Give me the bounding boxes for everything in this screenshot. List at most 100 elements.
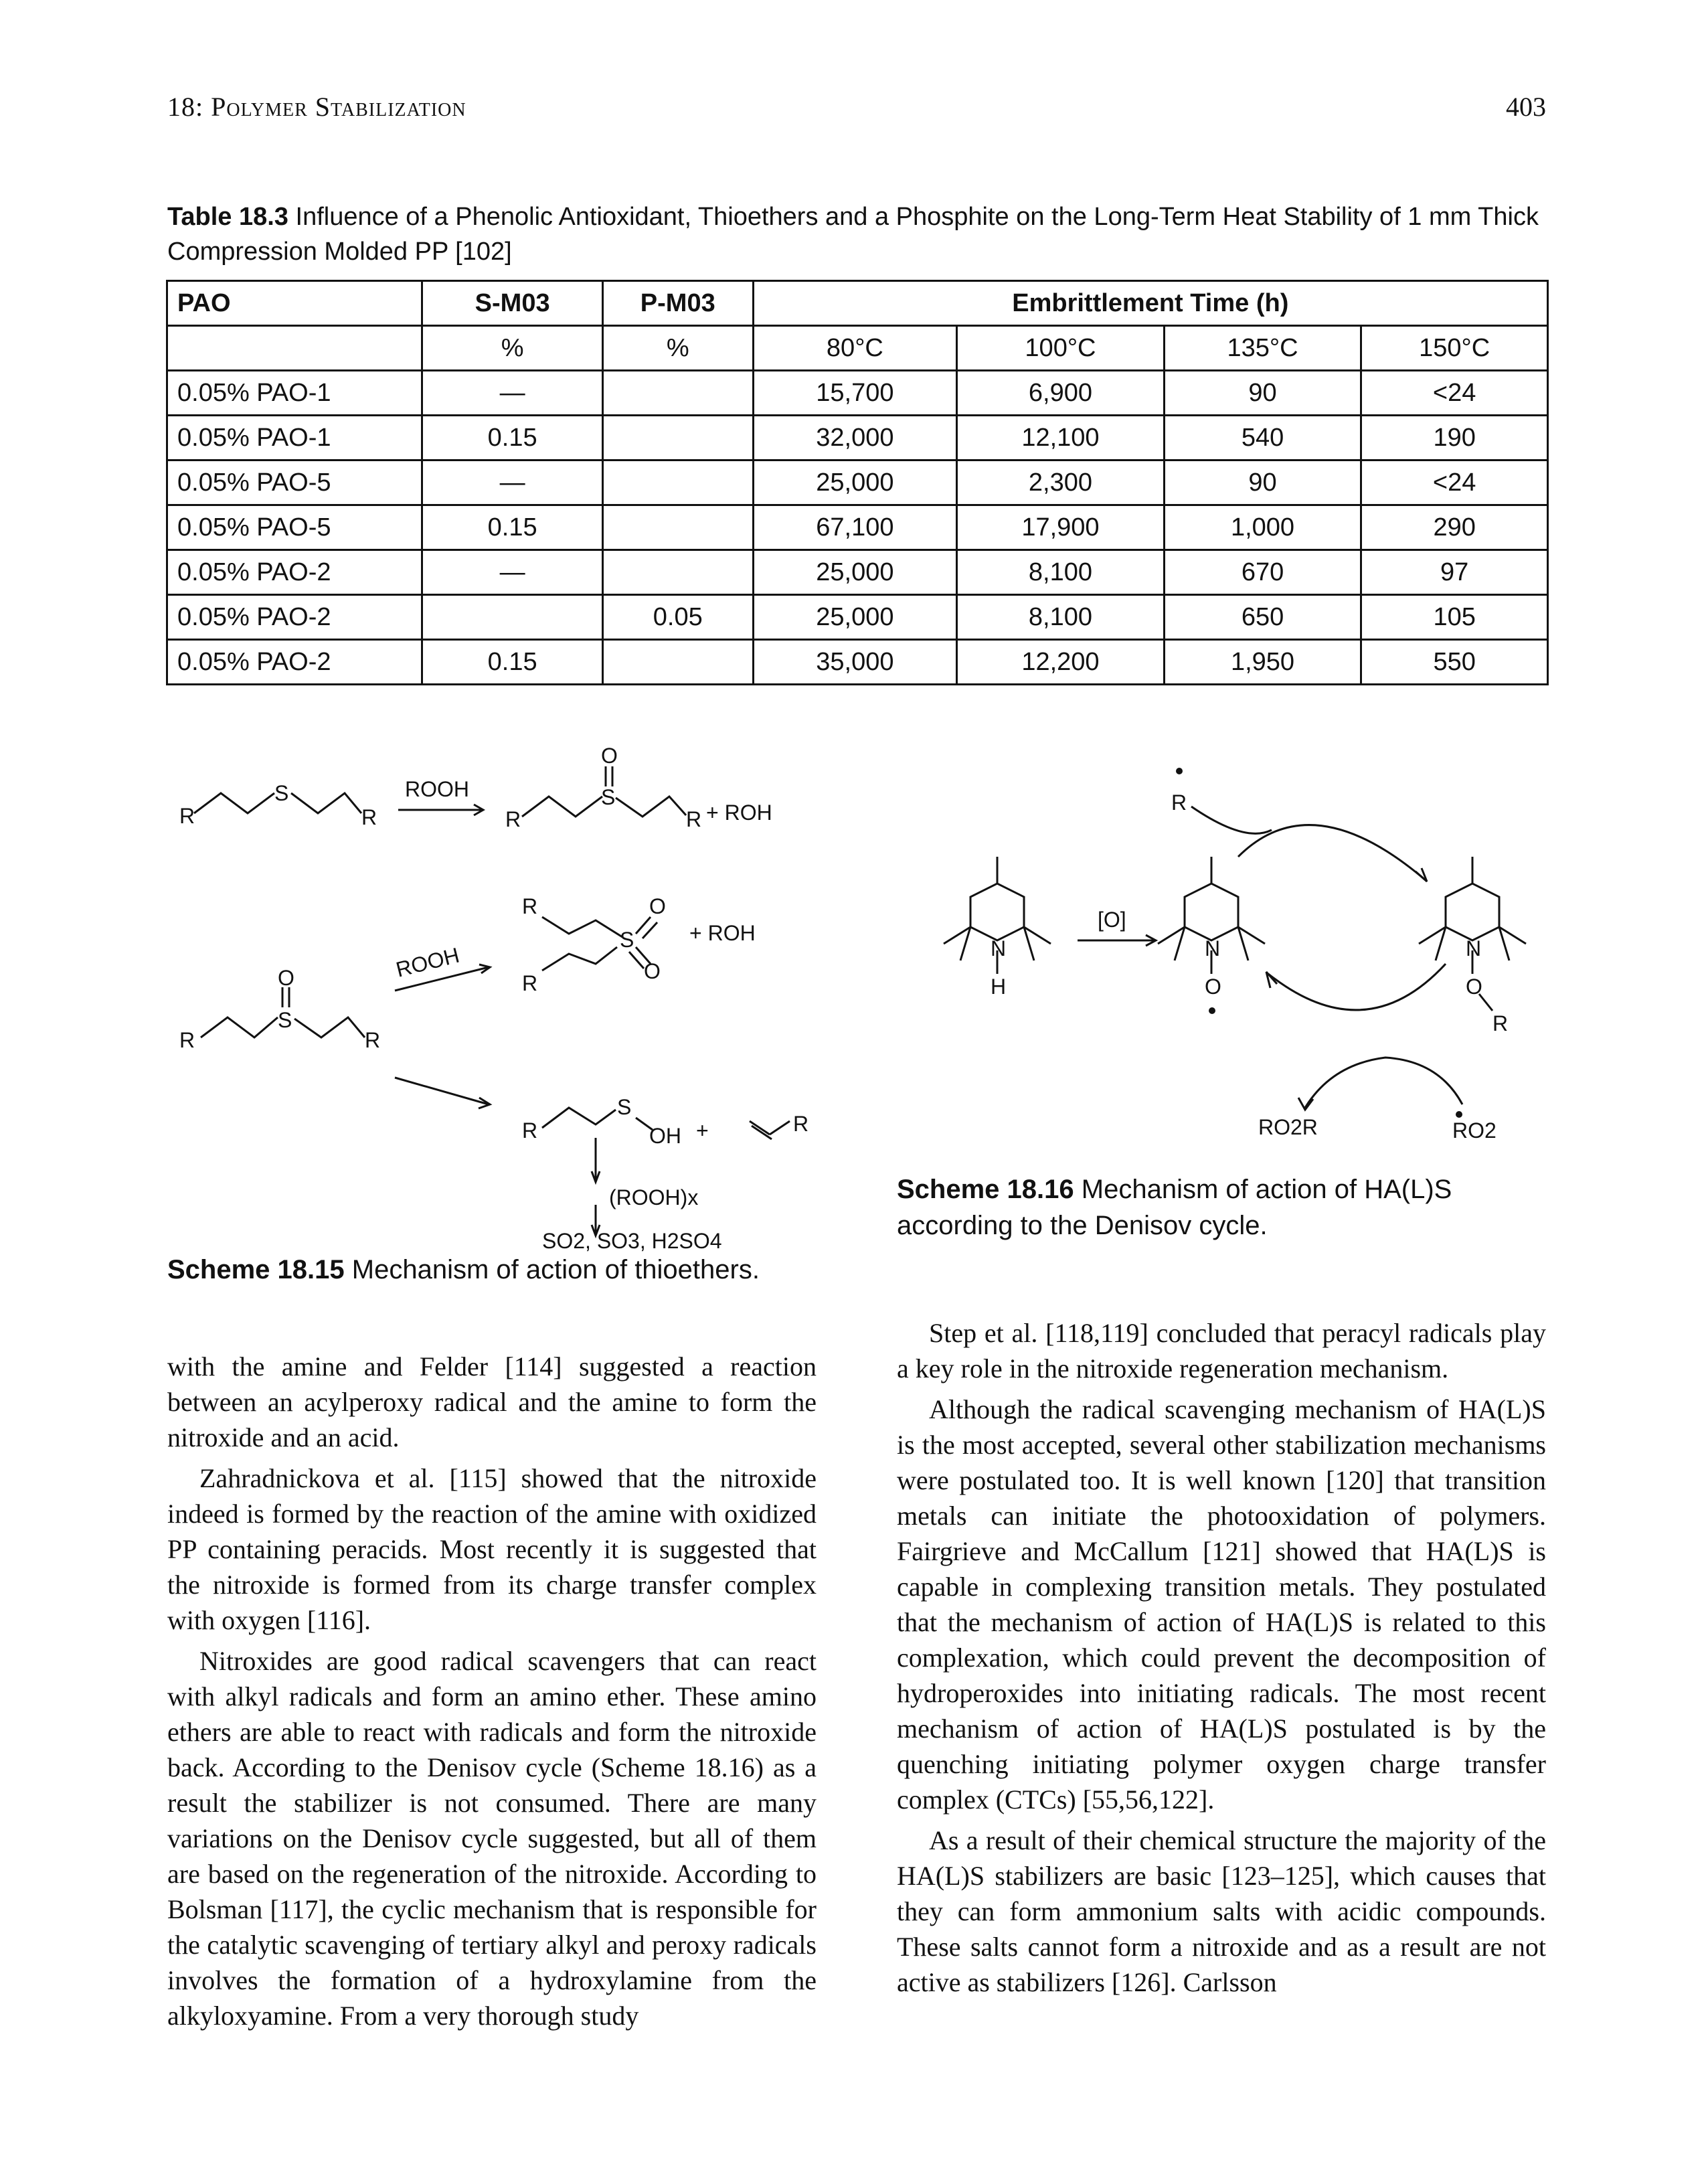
table-cell: 32,000 <box>752 414 958 461</box>
arrow-diag-up <box>394 966 489 992</box>
cycle-arrow-top <box>1237 824 1426 882</box>
arrow-head <box>1265 971 1278 989</box>
unit-cell: 100°C <box>956 325 1165 371</box>
table-units-row: % % 80°C 100°C 135°C 150°C <box>165 325 1549 371</box>
embrittlement-table: PAO S-M03 P-M03 Embrittlement Time (h) %… <box>165 280 1549 685</box>
table-cell: 540 <box>1163 414 1363 461</box>
table-cell: 2,300 <box>956 459 1165 506</box>
gem-dimethyl-left <box>1418 926 1447 961</box>
paragraph: with the amine and Felder [114] suggeste… <box>167 1351 817 1452</box>
label-oxidant: [O] <box>1098 908 1126 932</box>
label-o: O <box>1205 975 1221 999</box>
unit-cell <box>165 325 424 371</box>
label-o: O <box>601 744 618 768</box>
table-cell: 0.05% PAO-2 <box>165 639 424 685</box>
label-r: R <box>179 1028 195 1052</box>
table-cell: 1,950 <box>1163 639 1363 685</box>
paragraph: Step et al. [118,119] concluded that per… <box>897 1318 1546 1383</box>
label-n: N <box>1205 936 1220 960</box>
label-r: R <box>522 971 537 995</box>
label-s: S <box>617 1095 631 1119</box>
table-caption-text: Influence of a Phenolic Antioxidant, Thi… <box>167 203 1539 266</box>
sulfoxide-bond-right <box>615 794 687 818</box>
table-cell: 67,100 <box>752 504 958 551</box>
table-cell: — <box>421 549 604 596</box>
cycle-arrow-bottom <box>1268 962 1447 1011</box>
table-cell <box>601 459 754 506</box>
radical-input-arrow <box>1191 805 1272 835</box>
table-cell: 0.05% PAO-1 <box>165 414 424 461</box>
table-cell: 670 <box>1163 549 1363 596</box>
gem-dimethyl-left <box>943 926 972 961</box>
table-cell: 25,000 <box>752 459 958 506</box>
table-cell: 17,900 <box>956 504 1165 551</box>
table-cell: 12,200 <box>956 639 1165 685</box>
label-r: R <box>361 805 377 829</box>
label-r: R <box>522 1118 537 1143</box>
arrow-head <box>590 1224 601 1239</box>
table-cell: 25,000 <box>752 549 958 596</box>
sulfone-bond-top <box>541 916 623 938</box>
col-header-sm03: S-M03 <box>421 280 604 327</box>
scheme-caption-text: Mechanism of action of thioethers. <box>351 1255 760 1284</box>
table-cell: 35,000 <box>752 639 958 685</box>
thioether-bond-right <box>290 791 363 815</box>
table-cell: 190 <box>1360 414 1549 461</box>
sulfenic-bond <box>541 1106 616 1129</box>
label-products: SO2, SO3, H2SO4 <box>542 1229 722 1252</box>
table-cell: 8,100 <box>956 549 1165 596</box>
scheme-18-16: R [O] N H N O N O R RO2R RO2 <box>897 743 1553 1145</box>
arrow-head <box>473 803 486 817</box>
thioether-mechanism-diagram: R S R ROOH R S O R + ROH R S O O R + ROH… <box>179 744 808 1253</box>
byproduct-arrows <box>1304 1056 1464 1108</box>
table-cell <box>601 504 754 551</box>
table-cell: 15,700 <box>752 369 958 416</box>
sulfone-double-bond-1 <box>634 916 659 940</box>
col-header-pm03: P-M03 <box>601 280 754 327</box>
label-o: O <box>278 966 294 990</box>
arrow-head <box>1415 867 1428 883</box>
label-plus-roh: + ROH <box>706 801 772 825</box>
table-cell: 6,900 <box>956 369 1165 416</box>
arrow-head <box>479 963 493 975</box>
table-cell <box>601 369 754 416</box>
unit-cell: 150°C <box>1360 325 1549 371</box>
sulfoxide-bond-left <box>521 795 603 818</box>
gem-dimethyl-left <box>1157 926 1186 961</box>
radical-dot <box>1456 1111 1462 1118</box>
label-o: O <box>649 894 666 918</box>
label-r-radical: R <box>1171 790 1187 815</box>
table-cell: 97 <box>1360 549 1549 596</box>
table-cell: — <box>421 459 604 506</box>
col-header-pao: PAO <box>165 280 424 327</box>
label-ro2r: RO2R <box>1258 1115 1318 1139</box>
label-r: R <box>522 894 537 918</box>
table-cell: 0.05% PAO-5 <box>165 459 424 506</box>
sulfoxide-mid-bond-left <box>200 1016 278 1039</box>
paragraph: Nitroxides are good radical scavengers t… <box>167 1646 817 2031</box>
running-head: 18: Polymer Stabilization 403 <box>167 91 1546 131</box>
label-plus-roh-2: + ROH <box>689 921 756 945</box>
label-r: R <box>793 1112 808 1136</box>
table-cell: <24 <box>1360 369 1549 416</box>
label-s: S <box>274 781 288 805</box>
paragraph: Zahradnickova et al. [115] showed that t… <box>167 1463 817 1635</box>
thioether-bond-left <box>193 792 275 815</box>
alkene-bond <box>749 1120 790 1141</box>
sulfoxide-double-bond <box>604 766 614 786</box>
page-number: 403 <box>1506 92 1546 122</box>
label-r: R <box>179 804 195 828</box>
label-rooh: ROOH <box>405 777 469 801</box>
label-n: N <box>1466 936 1481 960</box>
gem-dimethyl-right <box>1023 926 1051 961</box>
table-cell: 1,000 <box>1163 504 1363 551</box>
table-cell <box>601 549 754 596</box>
table-header-row: PAO S-M03 P-M03 Embrittlement Time (h) <box>165 280 1549 327</box>
label-r: R <box>365 1028 380 1052</box>
label-o: O <box>1466 975 1482 999</box>
table-cell <box>601 639 754 685</box>
arrow-head <box>478 1096 493 1110</box>
